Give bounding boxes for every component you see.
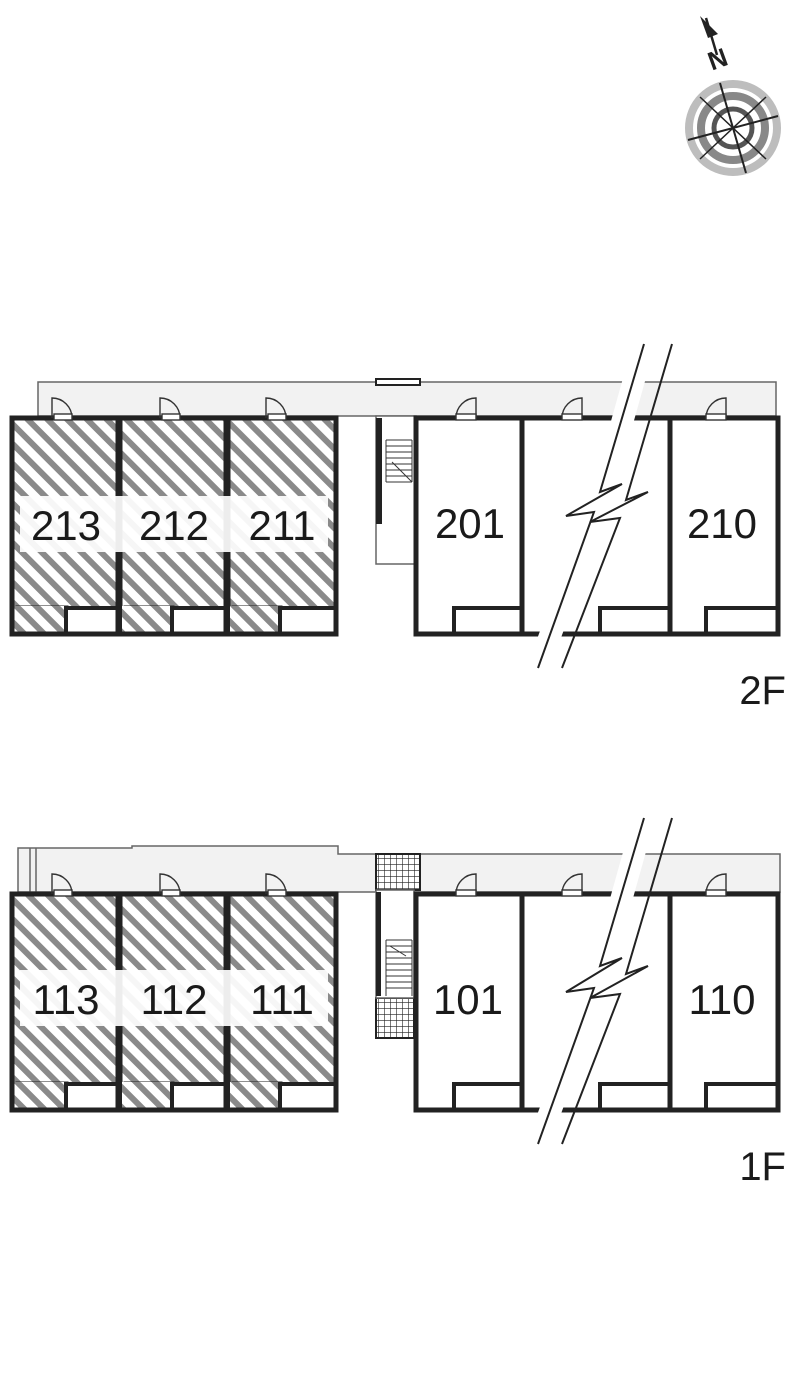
unit-label: 101 xyxy=(433,976,503,1023)
floor-1f: 113 112 111 101 110 1F xyxy=(9,815,786,1189)
unit-label: 210 xyxy=(687,500,757,547)
floor-label: 2F xyxy=(739,669,786,713)
west-units-2f xyxy=(9,397,339,637)
break-line-1f xyxy=(527,815,673,1148)
east-units-1f xyxy=(413,815,781,1148)
north-label: N xyxy=(704,42,732,77)
corridor-window-2f xyxy=(375,378,421,386)
east-units-2f xyxy=(413,341,781,672)
unit-label: 213 xyxy=(31,502,101,549)
west-units-1f xyxy=(9,873,339,1113)
compass-icon: N xyxy=(685,16,781,176)
unit-label: 111 xyxy=(250,976,314,1023)
break-line-2f xyxy=(527,341,673,672)
unit-label: 212 xyxy=(139,502,209,549)
unit-label: 211 xyxy=(249,502,316,549)
staircase-2f xyxy=(375,415,417,565)
unit-label: 112 xyxy=(141,976,208,1023)
unit-label: 110 xyxy=(689,976,756,1023)
floor-label: 1F xyxy=(739,1145,786,1189)
unit-label: 201 xyxy=(435,500,505,547)
unit-label: 113 xyxy=(33,976,100,1023)
floor-2f: 213 212 211 201 210 2F xyxy=(9,341,786,713)
staircase-1f xyxy=(375,853,421,1039)
corridor-2f xyxy=(37,381,777,417)
